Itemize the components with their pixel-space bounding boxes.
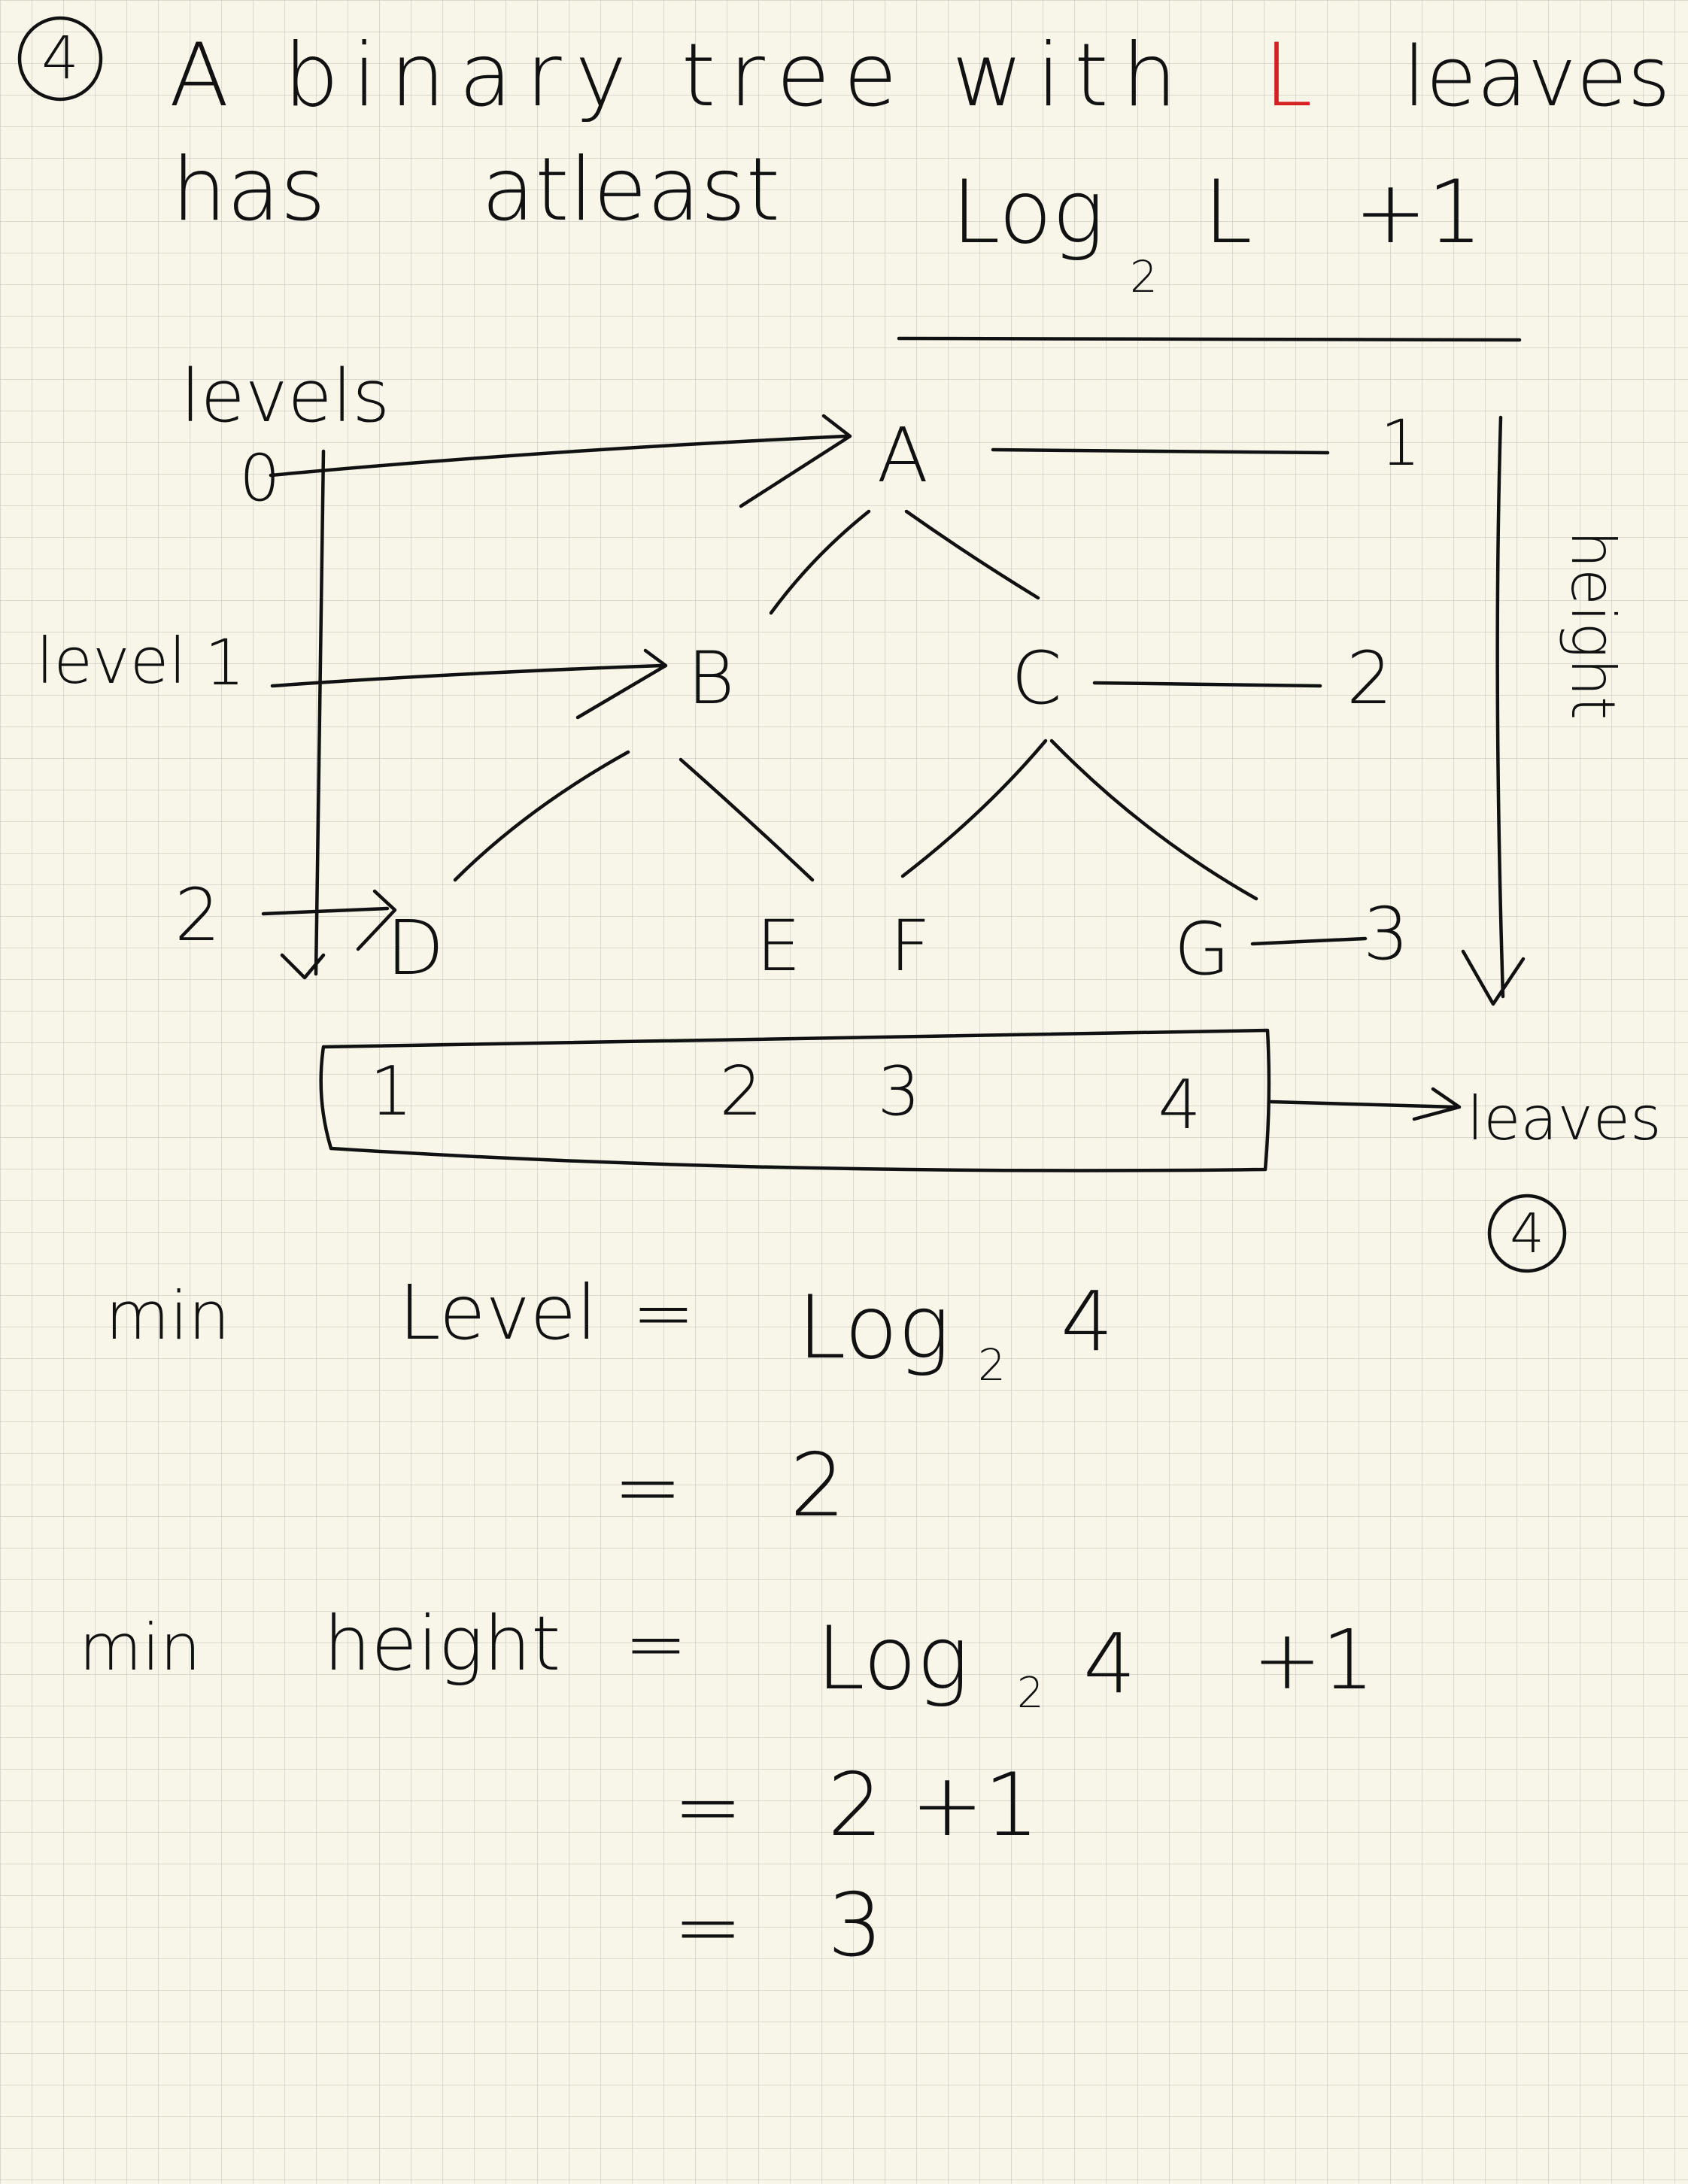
height-1-line	[991, 447, 1330, 455]
node-d: D	[386, 904, 444, 992]
edge-a-b	[769, 509, 871, 615]
min-level-log: Log	[797, 1277, 950, 1379]
node-a: A	[877, 411, 928, 499]
node-b: B	[688, 636, 735, 720]
leaves-box: 1 2 3 4 leaves 4	[319, 1028, 1662, 1273]
leaf-count-3: 3	[877, 1052, 920, 1131]
levels-down-arrow	[280, 449, 326, 980]
statement-log-base: 2	[1130, 251, 1158, 302]
min-level-result-eq: =	[613, 1439, 682, 1535]
statement-var-l: L	[1264, 25, 1313, 126]
level-1-num: 1	[205, 626, 244, 699]
problem-number-circle	[17, 16, 103, 102]
node-c: C	[1011, 636, 1061, 720]
node-f: F	[890, 905, 931, 987]
tree: A B C D E F G	[386, 411, 1258, 992]
level-annotations: levels 0 level 1 2	[36, 354, 852, 980]
min-height-name: height	[323, 1600, 560, 1688]
leaf-count-1: 1	[369, 1052, 412, 1131]
leaf-count-2: 2	[719, 1052, 762, 1131]
edge-b-e	[679, 757, 815, 882]
min-level-arg: 4	[1061, 1273, 1113, 1370]
height-2-label: 2	[1346, 636, 1392, 720]
leaf-count-4: 4	[1158, 1066, 1201, 1145]
min-height-log: Log	[816, 1608, 969, 1709]
node-g: G	[1174, 907, 1230, 991]
min-height-result-eq: =	[673, 1879, 742, 1975]
problem-number: 4	[41, 25, 79, 93]
min-level-calc: min Level = Log 2 4 = 2	[105, 1269, 1113, 1536]
height-1-label: 1	[1380, 406, 1420, 480]
min-level-eq: =	[632, 1269, 695, 1357]
min-height-step: 2 +1	[827, 1755, 1040, 1856]
statement-line2-pre: has	[172, 139, 326, 241]
statement-log: Log	[952, 162, 1104, 263]
min-level-label: min	[105, 1277, 230, 1354]
min-height-plus: +1	[1252, 1612, 1374, 1708]
min-level-result: 2	[790, 1435, 846, 1536]
height-2-line	[1092, 681, 1322, 688]
statement-line1-post: leaves	[1403, 29, 1671, 125]
height-label: height	[1558, 530, 1628, 720]
min-height-result: 3	[827, 1875, 883, 1976]
level-0-label: 0	[239, 441, 281, 516]
min-height-calc: min height = Log 2 4 +1 = 2 +1 = 3	[79, 1600, 1374, 1976]
min-height-base: 2	[1017, 1669, 1044, 1718]
leaves-count: 4	[1510, 1202, 1544, 1265]
leaves-count-circle	[1487, 1194, 1567, 1273]
statement-underline	[897, 336, 1522, 342]
height-3-line	[1250, 936, 1368, 946]
statement-line2-plus: +1	[1354, 162, 1483, 263]
statement-line1-pre: A binary tree with	[169, 25, 1177, 126]
min-height-step-eq: =	[673, 1758, 742, 1855]
levels-title: levels	[181, 354, 390, 438]
height-down-arrow	[1461, 415, 1526, 1006]
edge-b-d	[453, 750, 630, 882]
problem-statement: 4 A binary tree with L leaves has atleas…	[17, 16, 1671, 342]
statement-line2-mid: atleast	[481, 139, 780, 241]
min-height-arg: 4	[1083, 1615, 1136, 1712]
level-1-text: level	[36, 624, 187, 698]
leaves-box-outline	[319, 1028, 1271, 1172]
level-1-arrow	[270, 648, 668, 720]
edge-c-g	[1049, 739, 1258, 901]
height-3-label: 3	[1363, 892, 1409, 976]
node-e: E	[756, 905, 800, 987]
statement-line2-var: L	[1204, 162, 1252, 263]
edge-a-c	[904, 509, 1040, 600]
leaves-arrow	[1269, 1087, 1462, 1121]
height-annotations: 1 2 3 height	[991, 406, 1628, 1006]
edge-c-f	[900, 739, 1048, 878]
level-2-label: 2	[175, 873, 220, 957]
level-2-arrow	[261, 889, 397, 951]
level-0-arrow	[269, 414, 852, 508]
min-level-base: 2	[978, 1339, 1006, 1391]
min-level-name: Level	[399, 1269, 597, 1357]
min-height-eq: =	[624, 1600, 688, 1688]
leaves-label: leaves	[1467, 1084, 1662, 1154]
min-height-label: min	[79, 1610, 201, 1685]
